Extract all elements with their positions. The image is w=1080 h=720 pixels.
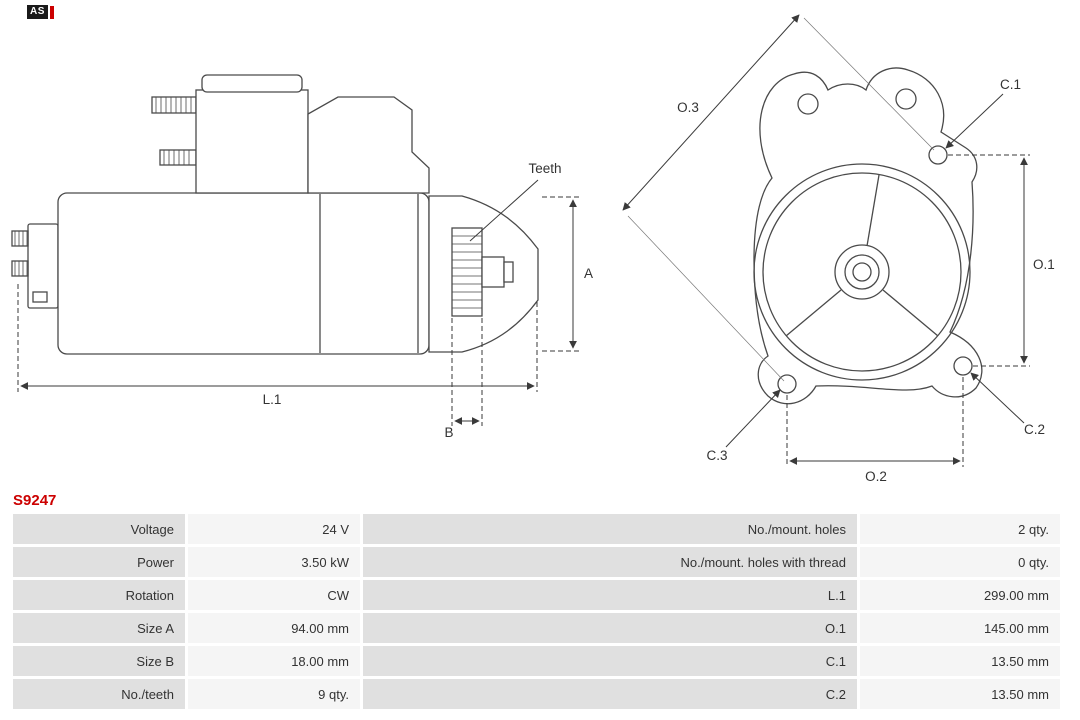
spec-value: CW: [188, 580, 360, 610]
c1-leader-line: [945, 93, 1004, 149]
solenoid-stud: [159, 149, 197, 166]
mount-hole-c3: [777, 374, 797, 394]
spec-value: 0 qty.: [860, 547, 1060, 577]
dim-b-label: B: [444, 425, 453, 440]
motor-body: [57, 192, 430, 355]
spec-label: Size A: [13, 613, 185, 643]
table-row: Size B 18.00 mm C.1 13.50 mm: [13, 646, 1060, 676]
solenoid-body: [195, 89, 309, 194]
thread-hatch: [14, 231, 28, 276]
spec-label: Size B: [13, 646, 185, 676]
front-view-drawing: O.3 O.1 O.2 C.1 C.2 C.3: [622, 14, 1055, 484]
face-circle-outer: [753, 163, 971, 381]
spoke: [866, 174, 880, 247]
spec-label: Power: [13, 547, 185, 577]
teeth-label: Teeth: [528, 161, 561, 176]
dim-o1-label: O.1: [1033, 257, 1055, 272]
spoke: [882, 289, 939, 337]
spec-value: 94.00 mm: [188, 613, 360, 643]
spec-value: 18.00 mm: [188, 646, 360, 676]
spec-table: Voltage 24 V No./mount. holes 2 qty. Pow…: [10, 511, 1063, 712]
spec-value: 13.50 mm: [860, 646, 1060, 676]
teeth-leader-line: [469, 179, 539, 242]
spec-label: C.1: [363, 646, 857, 676]
dim-c1-label: C.1: [1000, 77, 1021, 92]
pinion-gear: [451, 227, 483, 317]
table-row: Size A 94.00 mm O.1 145.00 mm: [13, 613, 1060, 643]
table-row: Voltage 24 V No./mount. holes 2 qty.: [13, 514, 1060, 544]
solenoid-stud: [151, 96, 197, 114]
dim-c2-label: C.2: [1024, 422, 1045, 437]
spec-label: No./mount. holes: [363, 514, 857, 544]
spec-value: 13.50 mm: [860, 679, 1060, 709]
dim-o3-label: O.3: [677, 100, 699, 115]
gear-teeth-hatch: [452, 235, 482, 309]
dim-o2-label: O.2: [865, 469, 887, 484]
spec-value: 299.00 mm: [860, 580, 1060, 610]
part-number: S9247: [13, 492, 57, 509]
terminal-stud: [11, 230, 29, 247]
side-view-drawing: Teeth A L.1 B: [11, 74, 593, 440]
hub-circle: [834, 244, 890, 300]
ear-hole: [895, 88, 917, 110]
spec-label: Rotation: [13, 580, 185, 610]
thread-hatch: [155, 97, 192, 113]
spec-value: 2 qty.: [860, 514, 1060, 544]
spec-label: O.1: [363, 613, 857, 643]
terminal-nut: [32, 291, 48, 303]
spec-label: L.1: [363, 580, 857, 610]
technical-diagram: Teeth A L.1 B: [11, 14, 1055, 484]
spec-label: No./mount. holes with thread: [363, 547, 857, 577]
spec-label: C.2: [363, 679, 857, 709]
ear-hole: [797, 93, 819, 115]
shaft-end: [503, 261, 514, 283]
brand-logo-text: AS: [27, 5, 48, 19]
table-row: Rotation CW L.1 299.00 mm: [13, 580, 1060, 610]
c3-leader-line: [725, 389, 781, 448]
mount-hole-c1: [928, 145, 948, 165]
brand-logo: AS: [27, 5, 54, 19]
spec-value: 9 qty.: [188, 679, 360, 709]
dim-c3-label: C.3: [706, 448, 727, 463]
dim-o3-line: [622, 14, 800, 211]
thread-hatch: [163, 150, 190, 165]
face-circle-inner: [762, 172, 962, 372]
spec-value: 3.50 kW: [188, 547, 360, 577]
dim-l1-label: L.1: [263, 392, 282, 407]
spec-value: 24 V: [188, 514, 360, 544]
shaft-center: [852, 262, 872, 282]
hub-circle: [844, 254, 880, 290]
spec-label: Voltage: [13, 514, 185, 544]
brand-logo-accent: [49, 5, 54, 19]
spec-label: No./teeth: [13, 679, 185, 709]
spoke: [785, 289, 842, 337]
c2-leader-line: [970, 372, 1025, 424]
table-row: No./teeth 9 qty. C.2 13.50 mm: [13, 679, 1060, 709]
spec-value: 145.00 mm: [860, 613, 1060, 643]
solenoid-cap: [201, 74, 303, 93]
housing-piece: [307, 96, 430, 194]
mount-hole-c2: [953, 356, 973, 376]
flange-outline: [753, 67, 983, 405]
terminal-stud: [11, 260, 29, 277]
dim-a-label: A: [584, 266, 593, 281]
table-row: Power 3.50 kW No./mount. holes with thre…: [13, 547, 1060, 577]
shaft: [481, 256, 505, 288]
